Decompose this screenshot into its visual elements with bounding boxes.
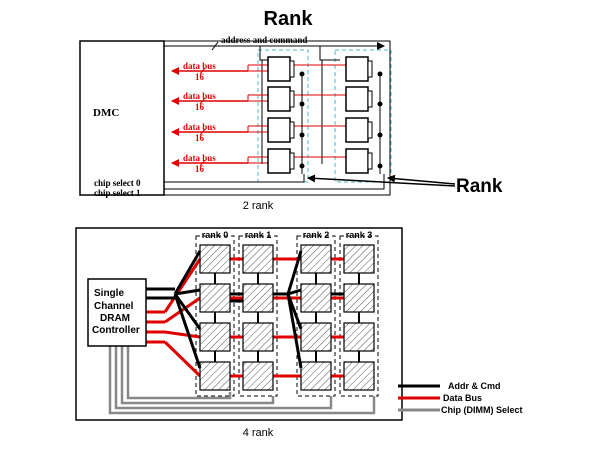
data-bus-slash-3: [199, 159, 206, 167]
bottom-dram-chip: [300, 244, 332, 274]
rank-callout-arrow-2: [307, 174, 456, 187]
rank-label-2: rank 2: [303, 230, 330, 240]
data-bus-slash-2: [199, 128, 206, 136]
bottom-dram-chip: [242, 283, 274, 313]
addr-fan-right: [286, 293, 303, 369]
data-bus-slash-1: [199, 97, 206, 105]
top-dram-chip: [267, 56, 291, 82]
legend-label-select: Chip (DIMM) Select: [441, 405, 523, 415]
addr-fan-right: [286, 250, 303, 295]
rank-callout-arrow-1: [387, 174, 456, 185]
controller-data-fan: [164, 296, 201, 324]
legend: Addr & Cmd Data Bus Chip (DIMM) Select: [398, 381, 523, 415]
bottom-dram-chip: [199, 283, 231, 313]
data-bus-slash-0: [199, 67, 206, 75]
top-dram-chip: [267, 86, 291, 112]
top-diagram: DMC chip select 0 chip select 1 address …: [79, 35, 503, 212]
top-dram-chip: [267, 117, 291, 143]
bottom-caption: 4 rank: [243, 427, 274, 439]
controller-line-4: Controller: [92, 325, 140, 336]
bottom-dram-chip: [343, 322, 375, 352]
addr-fan: [173, 293, 202, 369]
data-bus-label-1: data bus: [183, 91, 216, 101]
top-chip-pin: [367, 152, 373, 170]
addr-fan: [173, 250, 202, 295]
data-bus-label-0: data bus: [183, 61, 216, 71]
top-dram-chips: [267, 56, 383, 174]
chip-select-1-line: [164, 174, 385, 190]
top-chip-pin: [289, 90, 295, 108]
bottom-diagram: rank 0 rank 1 rank 2 rank 3 Single Chann…: [75, 227, 523, 439]
top-chip-pin: [367, 60, 373, 78]
address-command-label: address and command: [221, 35, 307, 45]
top-dram-chip: [345, 56, 369, 82]
rank-label-1: rank 1: [245, 230, 272, 240]
dmc-label: DMC: [93, 107, 119, 119]
chip-select-0-line: [164, 174, 305, 183]
addr-fan-right: [287, 288, 302, 296]
address-slash: [211, 41, 219, 51]
controller-data-fan: [163, 258, 202, 313]
top-chip-pin: [289, 121, 295, 139]
controller-line-2: Channel: [94, 301, 134, 312]
data-bus-width-1: 16: [195, 102, 205, 112]
controller-line-3: DRAM: [100, 313, 130, 324]
module-outline-right: [334, 49, 392, 183]
data-bus-width-2: 16: [195, 133, 205, 143]
data-bus-width-3: 16: [195, 164, 205, 174]
bottom-dram-chip: [199, 361, 231, 391]
rank-outline-0: [195, 235, 235, 397]
top-dram-chip: [345, 86, 369, 112]
data-bus-width-0: 16: [195, 72, 205, 82]
addr-fan: [173, 293, 202, 330]
dmc-block: [79, 40, 165, 196]
chip-select-0-label: chip select 0: [94, 178, 141, 188]
bottom-dram-chip: [199, 244, 231, 274]
dram-controller-block: [87, 278, 147, 347]
controller-data-fan: [163, 340, 202, 378]
legend-label-data: Data Bus: [443, 393, 482, 403]
top-chip-pin: [289, 152, 295, 170]
rank-label-0: rank 0: [202, 230, 229, 240]
bottom-dram-chip: [300, 283, 332, 313]
chip-select-1-label: chip select 1: [94, 188, 141, 198]
bottom-wires: [146, 250, 360, 378]
top-chip-pin: [367, 90, 373, 108]
rank-label-3: rank 3: [346, 230, 373, 240]
rank-outline-3: [339, 235, 379, 397]
bottom-dram-chip: [242, 361, 274, 391]
address-branch-left: [259, 46, 268, 61]
bottom-dram-chip: [300, 361, 332, 391]
legend-label-addr: Addr & Cmd: [448, 381, 501, 391]
top-dram-chip: [345, 148, 369, 174]
bottom-dram-chip: [242, 322, 274, 352]
data-bus-label-2: data bus: [183, 122, 216, 132]
bottom-dram-chip: [343, 244, 375, 274]
page-title: Rank: [264, 8, 314, 30]
top-chip-pin: [367, 121, 373, 139]
top-caption: 2 rank: [243, 200, 274, 212]
top-chip-pin: [289, 60, 295, 78]
bottom-dram-chip: [343, 283, 375, 313]
address-branch-right: [319, 46, 340, 61]
controller-data-fan: [164, 330, 201, 339]
bottom-dram-chip: [343, 361, 375, 391]
top-dram-chip: [267, 148, 291, 174]
bottom-dram-chip: [242, 244, 274, 274]
data-bus-label-3: data bus: [183, 153, 216, 163]
chip-select-lines: [108, 346, 376, 415]
bottom-dram-chip: [300, 322, 332, 352]
rank-callout-label: Rank: [456, 176, 503, 197]
rank-outline-1: [238, 235, 278, 397]
controller-line-1: Single: [94, 288, 124, 299]
bottom-frame: [75, 227, 403, 421]
bottom-dram-chip: [199, 322, 231, 352]
top-dram-chip: [345, 117, 369, 143]
bottom-dram-chips: [199, 244, 375, 391]
addr-fan: [174, 288, 201, 296]
